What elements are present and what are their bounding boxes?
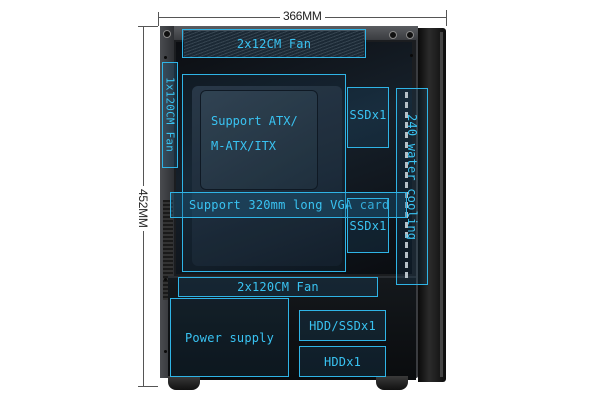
vga-card-area: Support 320mm long VGA card xyxy=(170,192,407,218)
ssd-lower-area: SSDx1 xyxy=(347,198,389,253)
side-fan-label: 1x120CM Fan xyxy=(163,77,177,153)
top-fan-grille xyxy=(184,31,364,57)
vga-card-label: Support 320mm long VGA card xyxy=(189,198,390,212)
side-fan-area: 1x120CM Fan xyxy=(162,62,178,168)
water-cooling-area: 240 water cooling xyxy=(396,88,428,285)
motherboard-cutout xyxy=(200,90,318,190)
rivet-icon xyxy=(410,54,413,57)
motherboard-label: Support ATX/ M-ATX/ITX xyxy=(211,109,298,159)
rivet-icon xyxy=(164,56,167,59)
bottom-fan-label: 2x120CM Fan xyxy=(237,280,319,294)
width-dimension-label: 366MM xyxy=(280,9,325,23)
screw-icon xyxy=(163,30,171,38)
width-dimension-tick-right xyxy=(446,10,447,26)
ssd-lower-label: SSDx1 xyxy=(349,219,387,233)
bottom-fan-area: 2x120CM Fan xyxy=(178,277,378,297)
power-supply-label: Power supply xyxy=(184,330,275,345)
ssd-top-area: SSDx1 xyxy=(347,87,389,148)
motherboard-label-line1: Support ATX/ xyxy=(211,114,298,128)
motherboard-label-line2: M-ATX/ITX xyxy=(211,139,277,153)
screw-icon xyxy=(389,31,397,39)
motherboard-area: Support ATX/ M-ATX/ITX xyxy=(182,74,346,272)
case-foot-left xyxy=(168,376,200,390)
rivet-icon xyxy=(164,350,167,353)
glass-panel-edge xyxy=(440,32,443,377)
water-cooling-label: 240 water cooling xyxy=(405,114,419,241)
radiator-mount-strip xyxy=(405,92,408,282)
height-dimension-label: 452MM xyxy=(136,186,150,231)
width-dimension-tick-left xyxy=(158,12,159,26)
height-dimension-tick-top xyxy=(138,26,158,27)
hdd-ssd-bay-label: HDD/SSDx1 xyxy=(309,318,376,333)
power-supply-area: Power supply xyxy=(170,298,289,377)
hdd-ssd-bay-area: HDD/SSDx1 xyxy=(299,310,386,341)
expansion-slot-vents xyxy=(163,200,173,300)
top-fan-label: 2x12CM Fan xyxy=(236,36,312,51)
rivet-icon xyxy=(164,278,167,281)
case-foot-right xyxy=(376,376,408,390)
hdd-bay-area: HDDx1 xyxy=(299,346,386,377)
top-fan-area: 2x12CM Fan xyxy=(182,29,366,58)
hdd-bay-label: HDDx1 xyxy=(323,354,362,369)
ssd-top-label: SSDx1 xyxy=(349,107,387,122)
height-dimension-tick-bottom xyxy=(138,386,158,387)
screw-icon xyxy=(406,31,414,39)
psu-shroud xyxy=(168,276,416,380)
